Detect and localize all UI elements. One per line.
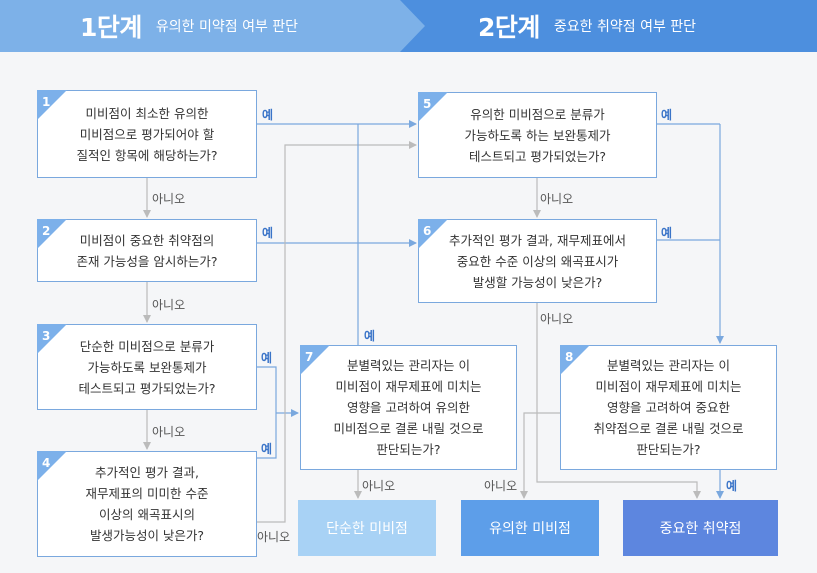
step-marker bbox=[37, 324, 67, 354]
no-label: 아니오 bbox=[152, 298, 186, 312]
stage2-number: 2단계 bbox=[478, 13, 540, 42]
result-material-weakness: 중요한 취약점 bbox=[623, 500, 778, 556]
step-number: 4 bbox=[42, 456, 51, 470]
no-label: 아니오 bbox=[257, 530, 291, 544]
no-label: 아니오 bbox=[362, 479, 396, 493]
yes-label: 예 bbox=[261, 351, 273, 365]
yes-label: 예 bbox=[262, 226, 274, 240]
step-marker bbox=[418, 219, 448, 249]
no-label: 아니오 bbox=[152, 425, 186, 439]
yes-label: 예 bbox=[262, 108, 274, 122]
no-label: 아니오 bbox=[152, 192, 186, 206]
no-label: 아니오 bbox=[484, 479, 518, 493]
question-box-5: 5 유의한 미비점으로 분류가 가능하도록 하는 보완통제가 테스트되고 평가되… bbox=[418, 92, 657, 178]
step-number: 2 bbox=[42, 224, 51, 238]
stage1-header: 1단계 유의한 미약점 여부 판단 bbox=[0, 0, 430, 52]
step-number: 8 bbox=[565, 350, 574, 364]
step-marker bbox=[37, 451, 67, 481]
result-simple-deficiency: 단순한 미비점 bbox=[298, 500, 436, 556]
stage2-title: 중요한 취약점 여부 판단 bbox=[553, 19, 697, 35]
question-box-2: 2 미비점이 중요한 취약점의 존재 가능성을 암시하는가? bbox=[37, 219, 257, 282]
step-marker bbox=[37, 219, 67, 249]
yes-label: 예 bbox=[261, 442, 273, 456]
yes-label: 예 bbox=[364, 329, 376, 343]
step-number: 7 bbox=[305, 350, 314, 364]
no-label: 아니오 bbox=[540, 312, 574, 326]
stage1-title: 유의한 미약점 여부 판단 bbox=[155, 19, 299, 35]
yes-label: 예 bbox=[726, 479, 738, 493]
result-significant-deficiency: 유의한 미비점 bbox=[461, 500, 599, 556]
edge-4-7 bbox=[257, 413, 277, 459]
question-box-3: 3 단순한 미비점으로 분류가 가능하도록 보완통제가 테스트되고 평가되었는가… bbox=[37, 324, 257, 410]
step-number: 3 bbox=[42, 329, 51, 343]
question-text: 분별력있는 관리자는 이 미비점이 재무제표에 미치는 영향을 고려하여 유의한… bbox=[333, 358, 484, 457]
stage2-header: 2단계 중요한 취약점 여부 판단 bbox=[400, 0, 817, 52]
step-marker bbox=[560, 345, 590, 375]
question-text: 유의한 미비점으로 분류가 가능하도록 하는 보완통제가 테스트되고 평가되었는… bbox=[464, 106, 611, 164]
question-text: 미비점이 최소한 유의한 미비점으로 평가되어야 할 질적인 항목에 해당하는가… bbox=[76, 105, 218, 163]
yes-label: 예 bbox=[661, 108, 673, 122]
question-text: 분별력있는 관리자는 이 미비점이 재무제표에 미치는 영향을 고려하여 중요한… bbox=[593, 358, 744, 457]
question-box-8: 8 분별력있는 관리자는 이 미비점이 재무제표에 미치는 영향을 고려하여 중… bbox=[560, 345, 777, 470]
edge-4-5 bbox=[257, 141, 417, 523]
no-label: 아니오 bbox=[540, 192, 574, 206]
edge-3-7 bbox=[257, 366, 277, 413]
stage1-number: 1단계 bbox=[80, 13, 142, 42]
step-number: 5 bbox=[423, 97, 432, 111]
question-box-6: 6 추가적인 평가 결과, 재무제표에서 중요한 수준 이상의 왜곡표시가 발생… bbox=[418, 219, 657, 303]
question-box-4: 4 추가적인 평가 결과, 재무제표의 미미한 수준 이상의 왜곡표시의 발생가… bbox=[37, 451, 257, 557]
question-text: 미비점이 중요한 취약점의 존재 가능성을 암시하는가? bbox=[76, 232, 218, 269]
step-number: 6 bbox=[423, 224, 432, 238]
edge-8-significant bbox=[520, 412, 560, 499]
question-text: 추가적인 평가 결과, 재무제표에서 중요한 수준 이상의 왜곡표시가 발생할 … bbox=[449, 232, 626, 290]
step-marker bbox=[300, 345, 330, 375]
step-marker bbox=[418, 92, 448, 122]
question-text: 단순한 미비점으로 분류가 가능하도록 보완통제가 테스트되고 평가되었는가? bbox=[78, 338, 216, 396]
step-number: 1 bbox=[42, 95, 51, 109]
yes-label: 예 bbox=[661, 226, 673, 240]
edge-6-material bbox=[536, 303, 701, 499]
question-text: 추가적인 평가 결과, 재무제표의 미미한 수준 이상의 왜곡표시의 발생가능성… bbox=[85, 465, 209, 543]
question-box-7: 7 분별력있는 관리자는 이 미비점이 재무제표에 미치는 영향을 고려하여 유… bbox=[300, 345, 517, 470]
step-marker bbox=[37, 90, 67, 120]
question-box-1: 1 미비점이 최소한 유의한 미비점으로 평가되어야 할 질적인 항목에 해당하… bbox=[37, 90, 257, 178]
